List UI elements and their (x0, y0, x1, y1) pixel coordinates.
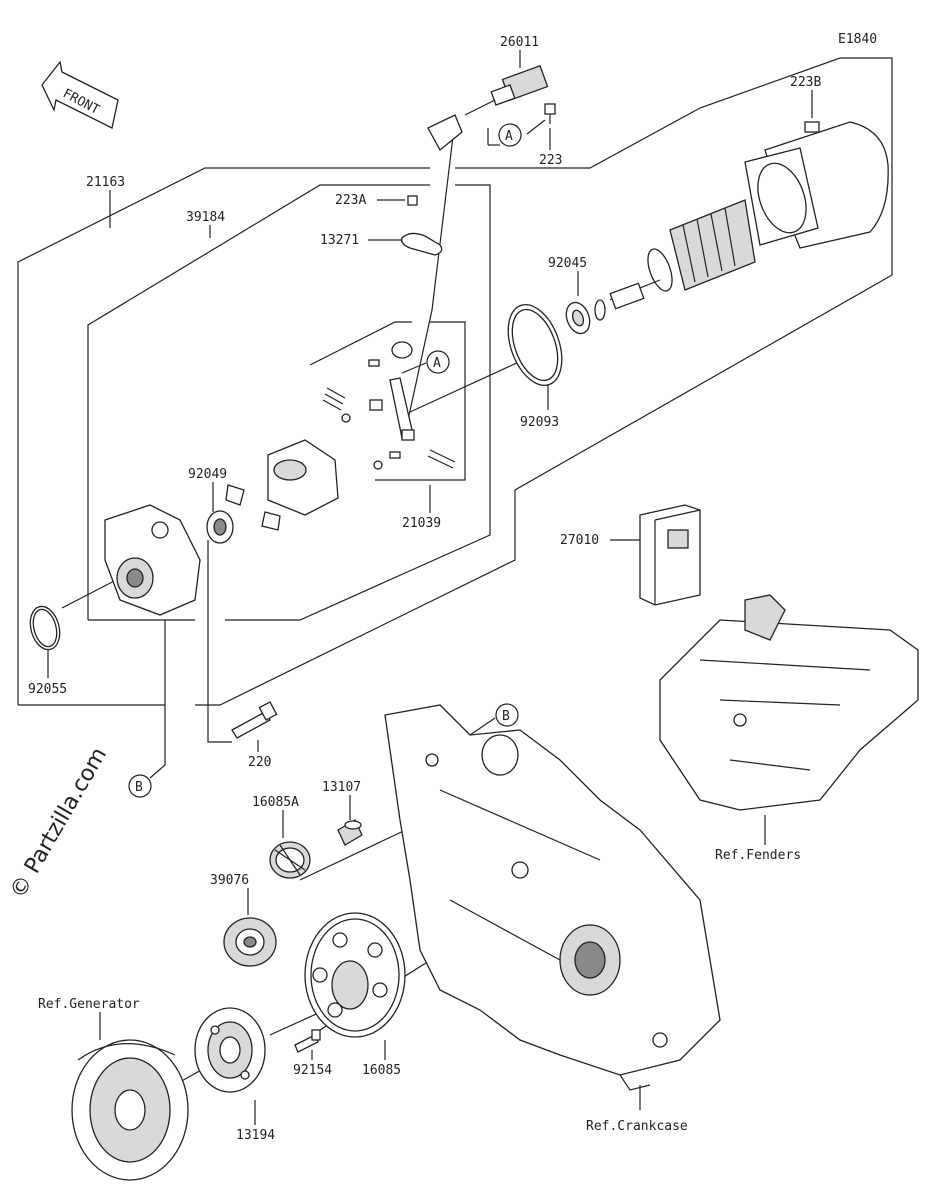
diagram-code: E1840 (838, 32, 877, 47)
front-arrow-icon: FRONT (41, 60, 119, 129)
part-label-16085a: 16085A (252, 795, 299, 810)
ref-fenders-label: Ref.Fenders (715, 848, 801, 863)
gear-39076 (223, 917, 277, 967)
starter-end-cover (104, 504, 201, 616)
connector-26011 (427, 64, 549, 151)
plate-13271 (391, 195, 443, 359)
crankcase (384, 704, 721, 1091)
armature (609, 199, 756, 310)
part-label-27010: 27010 (560, 533, 599, 548)
part-label-13194: 13194 (236, 1128, 275, 1143)
clutch-13194 (194, 1007, 266, 1093)
part-label-220: 220 (248, 755, 271, 770)
relay-27010 (639, 504, 701, 606)
callout-a-upper-label: A (505, 129, 513, 144)
bushing-92049 (206, 484, 281, 544)
o-ring-92055 (29, 605, 61, 651)
part-label-13271: 13271 (320, 233, 359, 248)
gear-16085a (269, 841, 311, 879)
part-label-92045: 92045 (548, 256, 587, 271)
watermark: © Partzilla.com (6, 743, 113, 903)
part-label-223: 223 (539, 153, 562, 168)
gear-16085 (304, 912, 406, 1038)
generator-rotor (71, 1039, 189, 1181)
bolt-223 (544, 103, 556, 124)
bearing-92045 (565, 299, 606, 335)
callout-a-upper: A (498, 123, 522, 147)
callout-a-lower: A (426, 350, 450, 374)
o-ring-92093 (507, 304, 563, 386)
fender-bracket (659, 594, 919, 811)
part-label-92093: 92093 (520, 415, 559, 430)
part-label-92049: 92049 (188, 467, 227, 482)
part-label-21163: 21163 (86, 175, 125, 190)
callout-b-lower: B (128, 774, 152, 798)
part-label-26011: 26011 (500, 35, 539, 50)
part-label-39184: 39184 (186, 210, 225, 225)
callout-b-upper: B (495, 703, 519, 727)
callout-b-upper-label: B (502, 709, 510, 724)
brush-holder-21039 (267, 359, 456, 516)
bolt-220 (231, 701, 278, 739)
starter-motor-housing (744, 121, 889, 249)
part-label-223b: 223B (790, 75, 821, 90)
part-label-92154: 92154 (293, 1063, 332, 1078)
part-label-21039: 21039 (402, 516, 441, 531)
part-label-16085: 16085 (362, 1063, 401, 1078)
part-labels: 26011 223B 223 21163 39184 223A 13271 92… (28, 35, 821, 1143)
callout-b-lower-label: B (135, 780, 143, 795)
part-label-39076: 39076 (210, 873, 249, 888)
bolt-92154 (294, 1029, 321, 1053)
part-label-13107: 13107 (322, 780, 361, 795)
ref-crankcase-label: Ref.Crankcase (586, 1119, 688, 1134)
part-label-92055: 92055 (28, 682, 67, 697)
callout-a-lower-label: A (433, 356, 441, 371)
shaft-13107 (337, 819, 363, 846)
ref-generator-label: Ref.Generator (38, 997, 140, 1012)
part-label-223a: 223A (335, 193, 366, 208)
